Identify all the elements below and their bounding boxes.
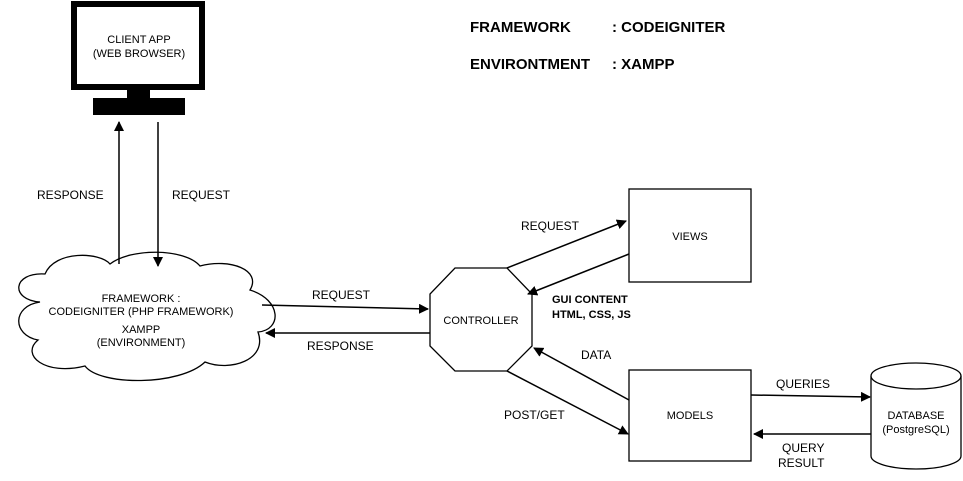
header-environment-value: : XAMPP — [612, 56, 675, 73]
queries-to-database-arrow — [750, 391, 871, 402]
client-response-label: RESPONSE — [37, 188, 104, 202]
request-to-controller-arrow — [261, 303, 429, 314]
query-result-label-2: RESULT — [778, 456, 825, 470]
postget-label: POST/GET — [504, 408, 565, 422]
views-request-label: REQUEST — [521, 219, 580, 233]
header-framework-key: FRAMEWORK — [470, 19, 571, 36]
environment-label: (ENVIRONMENT) — [97, 337, 186, 349]
cylinder-body — [870, 376, 962, 470]
database-sublabel: (PostgreSQL) — [882, 424, 949, 436]
monitor-screen-icon — [71, 1, 205, 90]
framework-cloud-node: FRAMEWORK : CODEIGNITER (PHP FRAMEWORK) … — [18, 251, 276, 382]
views-node: VIEWS — [628, 188, 752, 283]
framework-response-label: RESPONSE — [307, 339, 374, 353]
client-app-node: CLIENT APP (WEB BROWSER) — [71, 1, 205, 115]
header-environment-key: ENVIRONTMENT — [470, 56, 590, 73]
framework-name: CODEIGNITER (PHP FRAMEWORK) — [49, 306, 234, 318]
gui-content-arrow — [527, 253, 630, 296]
database-node: DATABASE (PostgreSQL) — [870, 362, 962, 470]
gui-content-types-label: HTML, CSS, JS — [552, 309, 631, 321]
cylinder-top — [870, 362, 962, 390]
database-label: DATABASE — [887, 410, 944, 422]
environment-name: XAMPP — [122, 324, 161, 336]
client-request-label: REQUEST — [172, 188, 231, 202]
client-app-label: CLIENT APP — [107, 34, 170, 46]
data-label: DATA — [581, 348, 611, 362]
framework-label: FRAMEWORK : — [102, 293, 181, 305]
controller-node: CONTROLLER — [429, 267, 533, 372]
models-node: MODELS — [628, 369, 752, 462]
views-box — [628, 188, 752, 283]
gui-content-label: GUI CONTENT — [552, 294, 628, 306]
client-app-sublabel: (WEB BROWSER) — [93, 48, 185, 60]
framework-request-label: REQUEST — [312, 288, 371, 302]
controller-label: CONTROLLER — [443, 315, 518, 327]
cloud-shape — [18, 251, 276, 382]
header-framework-value: : CODEIGNITER — [612, 19, 726, 36]
models-label: MODELS — [667, 410, 713, 422]
query-result-label: QUERY — [782, 441, 824, 455]
postget-to-models-arrow — [506, 370, 629, 435]
monitor-stand — [93, 98, 185, 115]
views-label: VIEWS — [672, 231, 707, 243]
queries-label: QUERIES — [776, 377, 830, 391]
data-to-controller-arrow — [533, 347, 630, 401]
models-box — [628, 369, 752, 462]
request-to-views-arrow — [506, 219, 627, 269]
monitor-neck — [127, 90, 150, 98]
